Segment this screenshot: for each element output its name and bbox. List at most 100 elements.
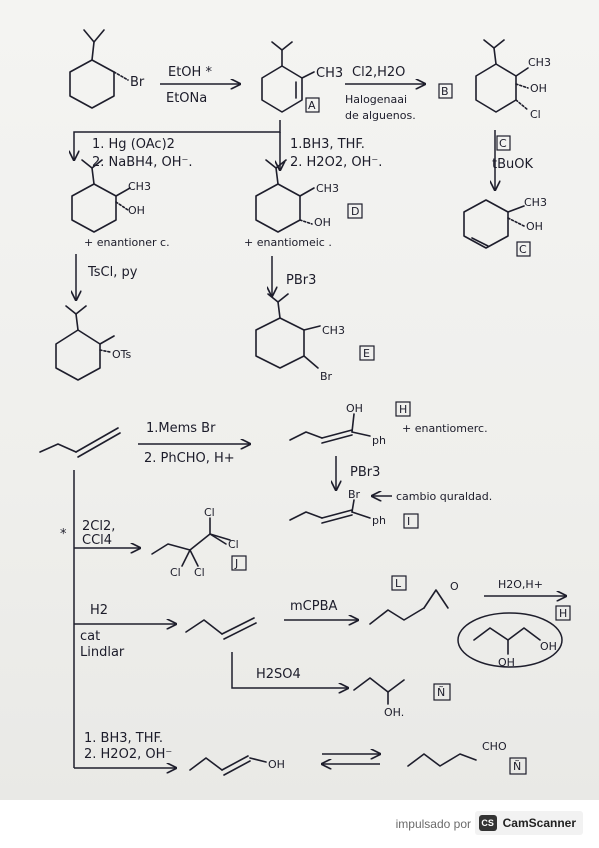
aldehyde-structure: [407, 753, 477, 767]
butene-structure: [185, 617, 257, 640]
label-I-box: [403, 513, 419, 529]
aldehyde-cho-label: CHO: [482, 740, 507, 753]
label-L: L: [395, 577, 402, 590]
tosylate-ots-label: OTs: [112, 348, 132, 361]
label-E-box: [359, 345, 375, 361]
J-cl-label-2: Cl: [228, 538, 239, 551]
hydroboration-alkyne-line1: 1. BH3, THF.: [84, 731, 163, 746]
C-oh-label: OH: [526, 220, 543, 233]
epoxide-L-structure: [369, 589, 449, 625]
branch-left-arrow: [74, 120, 281, 160]
label-E: E: [363, 347, 370, 360]
propargyl-bromide-I-structure: [289, 499, 371, 524]
step2-name-line1: Halogenaai: [345, 93, 407, 106]
butyne-chain: [39, 443, 77, 453]
D-enantiomer-note: + enantiomeic .: [244, 236, 332, 249]
label-N2-box: [509, 757, 527, 775]
label-H2-box: [555, 605, 571, 621]
alkene-A-structure: [261, 41, 315, 113]
label-I: I: [407, 515, 410, 528]
alkene-A-ch3-label: CH3: [316, 66, 343, 81]
diol-oh-label-1: OH: [540, 640, 557, 653]
label-N-box: [433, 683, 451, 701]
start-bromide-structure: Br: [69, 29, 145, 109]
step2-reagent: Cl2,H2O: [352, 65, 405, 80]
E-ch3-label: CH3: [322, 324, 345, 337]
label-A: A: [308, 99, 316, 112]
J-cl-label-3: Cl: [170, 566, 181, 579]
I-ph-label: ph: [372, 514, 386, 527]
hydroboration-alkyne-line2: 2. H2O2, OH⁻: [84, 747, 172, 762]
D-oh-label: OH: [314, 216, 331, 229]
allylic-alcohol-C-structure: [463, 199, 525, 249]
label-A-box: [305, 97, 320, 113]
B-ch3-label: CH3: [528, 56, 551, 69]
step3-label: C: [499, 137, 507, 150]
step1-reagent-bottom: EtONa: [166, 91, 207, 106]
label-B: B: [441, 85, 449, 98]
chlorohydrin-B-structure: [475, 39, 529, 113]
enol-structure: [189, 755, 267, 776]
sulfuric-reagent: H2SO4: [256, 667, 301, 682]
label-D: D: [351, 205, 359, 218]
label-J-box: [231, 555, 247, 571]
alkyne-step-line2: 2. PhCHO, H+: [144, 451, 235, 466]
left-oh-label: OH: [128, 204, 145, 217]
left-enantiomer-note: + enantioner c.: [84, 236, 170, 249]
start-br-label: Br: [130, 75, 145, 90]
camscanner-logo-icon: CS: [478, 815, 497, 831]
chirality-note: cambio quraldad.: [396, 490, 492, 503]
B-cl-label: Cl: [530, 108, 541, 121]
propargyl-alcohol-H-structure: [289, 413, 371, 444]
label-C: C: [519, 243, 527, 256]
sulfuric-oh-label: OH.: [384, 706, 404, 719]
hydroboration-line1: 1.BH3, THF.: [290, 137, 365, 152]
epoxide-opening-reagent: H2O,H+: [498, 578, 543, 591]
hydrogenation-line3: Lindlar: [80, 645, 125, 660]
hydrogenation-line2: cat: [80, 629, 100, 644]
label-D-box: [347, 203, 363, 219]
chlorination-marker: *: [60, 527, 67, 542]
step2-name-line2: de alguenos.: [345, 109, 416, 122]
hydroboration-line2: 2. H2O2, OH⁻.: [290, 155, 382, 170]
scanner-footer: impulsado por CS CamScanner: [0, 800, 599, 848]
B-oh-label: OH: [530, 82, 547, 95]
oxymercuration-line2: 2. NaBH4, OH⁻.: [92, 155, 192, 170]
L-epoxide-o-label: O: [450, 580, 459, 593]
H-oh-label: OH: [346, 402, 363, 415]
E-br-label: Br: [320, 370, 333, 383]
chlorination-line1: 2Cl2,: [82, 519, 115, 534]
left-ch3-label: CH3: [128, 180, 151, 193]
tertiary-alcohol-structure: [71, 159, 131, 233]
tosylate-structure: [55, 305, 115, 381]
secondary-butanol-structure: [353, 677, 405, 705]
D-ch3-label: CH3: [316, 182, 339, 195]
alkyne-step-line1: 1.Mems Br: [146, 421, 216, 436]
reaction-scheme-drawing: Br EtOH * EtONa CH3 A Cl2,H2O Halogenaai…: [39, 29, 571, 776]
label-B-box: [438, 83, 453, 99]
pbr3-ring-reagent: PBr3: [286, 273, 316, 288]
label-L-box: [391, 575, 407, 591]
label-H2: H: [559, 607, 567, 620]
camscanner-brand-name: CamScanner: [502, 816, 576, 830]
H-enantiomer-note: + enantiomerc.: [402, 422, 488, 435]
hydrogenation-line1: H2: [90, 603, 108, 618]
label-N2: Ñ: [513, 760, 521, 773]
step3-label-box: [496, 135, 511, 151]
enol-oh-label: OH: [268, 758, 285, 771]
C-ch3-label: CH3: [524, 196, 547, 209]
chlorination-line2: CCl4: [82, 533, 112, 548]
diol-oh-label-2: OH: [498, 656, 515, 669]
label-H: H: [399, 403, 407, 416]
diol-structure: [473, 627, 541, 655]
H-ph-label: ph: [372, 434, 386, 447]
step3-reagent: tBuOK: [492, 157, 533, 172]
label-N: Ñ: [437, 686, 445, 699]
camscanner-badge[interactable]: CS CamScanner: [474, 811, 583, 835]
pbr3-alkyne-reagent: PBr3: [350, 465, 380, 480]
J-cl-label-4: Cl: [194, 566, 205, 579]
J-cl-label-1: Cl: [204, 506, 215, 519]
label-H-box: [395, 401, 411, 417]
secondary-alcohol-D-structure: [255, 159, 315, 233]
tetrachloride-J-structure: [151, 517, 231, 567]
